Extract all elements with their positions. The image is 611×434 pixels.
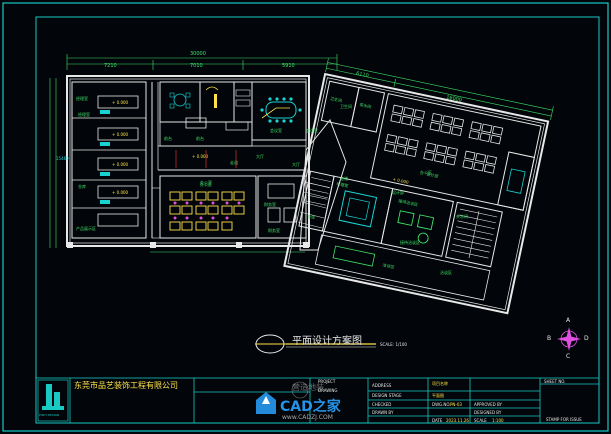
svg-text:卫生间: 卫生间 [330,95,343,103]
svg-text:会议室: 会议室 [270,127,282,133]
svg-text:经理室: 经理室 [336,180,349,188]
drawing-title: 平面设计方案图 [292,336,362,347]
svg-text:办公区: 办公区 [200,181,212,187]
compass-south: C [566,353,571,360]
room-label-toilet: 卫生间 [340,104,352,109]
sheet-no-label: SHEET NO. [544,379,566,384]
company-name: 东莞市品艺装饰工程有限公司 [74,381,178,390]
svg-text:前台: 前台 [164,135,172,141]
room-label-reception: 前台 [196,136,204,141]
drawing-scale: SCALE: 1/100 [380,342,407,347]
room-label-meeting: 会议室 [306,128,318,133]
watermark-cn: CAD之家 [280,399,341,415]
designed-label: DESIGNED BY [474,410,502,415]
date-value: 2023.11.26 [446,418,469,423]
drawing-label: DRAWING [318,388,338,393]
room-label-finance: 财务室 [264,202,276,207]
approved-label: APPROVED BY [474,402,503,407]
room-label-open-office: 办公区 [420,170,432,175]
checked-label: CHECKED [372,402,392,407]
dimension-right: 5910 [282,63,295,69]
svg-text:设计部: 设计部 [426,170,439,178]
svg-text:走道: 走道 [230,159,238,165]
date-label: DATE [432,418,443,423]
svg-text:产品展示区: 产品展示区 [76,225,96,231]
svg-text:+ 0.000: + 0.000 [192,154,209,159]
dwg-value: PN-03 [450,402,462,407]
watermark-cn2: 营造地装 [292,383,324,392]
project-label: PROJECT [318,379,336,384]
watermark-url: www.CADZJ.COM [282,414,333,421]
dimension-total: 30000 [190,51,206,57]
room-label-hall: 大厅 [292,162,300,167]
room-label-reception-lounge: 接待洽谈区 [400,240,420,245]
title-block [35,377,600,424]
dimension-left: 7210 [104,63,117,69]
dwg-label: DWG.NO. [432,402,451,407]
project-value: 项目名称 [432,381,448,386]
svg-text:+ 0.000: + 0.000 [112,100,129,105]
dimension-right-tilted-small: 6110 [355,70,370,80]
compass-west: B [547,335,552,342]
svg-text:15460: 15460 [56,156,69,161]
svg-text:洽谈区: 洽谈区 [382,261,395,269]
svg-text:大厅: 大厅 [256,153,264,159]
company-logo [37,379,69,422]
svg-text:+ 0.000: + 0.000 [112,132,129,137]
svg-text:+ 0.000: + 0.000 [392,177,409,185]
svg-text:+ 0.000: + 0.000 [112,190,129,195]
right-building: 卫生间 茶水间 设计部 经理室 接待洽谈区 [283,58,554,315]
stamp-label: STAMP FOR ISSUE [546,417,582,422]
room-label-storage: 仓库 [78,184,86,189]
room-label-corridor: 走道 [340,176,348,181]
stage-label: DESIGN STAGE [372,393,402,398]
drawing-value: 平面图 [432,393,444,398]
scale-label: SCALE [474,418,487,423]
address-label: ADDRESS [372,383,392,388]
svg-text:茶水间: 茶水间 [359,101,372,109]
svg-text:接待洽谈区: 接待洽谈区 [398,197,419,207]
room-label-manager: 经理室 [78,112,90,117]
logo-text: PINYI DESIGN [39,413,60,417]
dimension-mid: 7010 [190,63,203,69]
dimension-right-tilted: 16000 [445,94,463,104]
compass-east: D [584,335,589,342]
connecting-hall [299,119,347,251]
room-label-design: 设计部 [392,190,404,195]
room-label-tea: 茶水间 [456,214,468,219]
room-label-lounge: 洽谈区 [440,270,452,275]
title-symbol [255,334,376,354]
compass-rose [557,327,581,351]
scale-value: 1:100 [492,418,504,423]
svg-text:财务室: 财务室 [268,227,280,233]
room-label-office: 办公室 [200,180,212,185]
svg-text:仓库: 仓库 [307,213,316,221]
compass-north: A [566,317,571,324]
drawn-label: DRAWN BY [372,410,394,415]
svg-text:经理室: 经理室 [76,95,88,101]
svg-text:+ 0.000: + 0.000 [112,162,129,167]
watermark-logo [256,381,309,414]
